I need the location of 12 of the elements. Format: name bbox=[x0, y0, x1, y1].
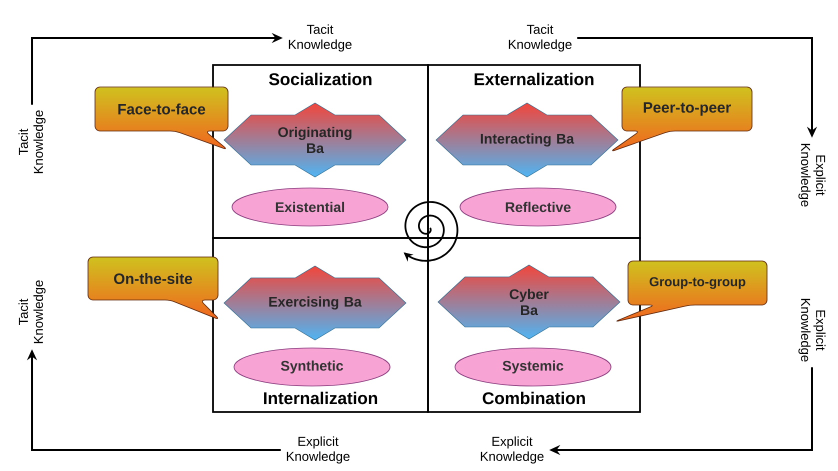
speech-bubble: Peer-to-peer bbox=[612, 86, 752, 152]
speech-bubble: Face-to-face bbox=[94, 86, 228, 150]
axis-label: Tacit Knowledge bbox=[18, 280, 46, 344]
axis-label: Tacit Knowledge bbox=[288, 24, 352, 52]
axis-label: Explicit Knowledge bbox=[798, 298, 826, 362]
speech-bubble: Group-to-group bbox=[616, 260, 768, 322]
axis-label: Explicit Knowledge bbox=[480, 436, 544, 464]
axis-label: Explicit Knowledge bbox=[798, 144, 826, 207]
axis-label: Explicit Knowledge bbox=[286, 436, 350, 464]
axis-label: Tacit Knowledge bbox=[18, 110, 46, 174]
axis-label: Tacit Knowledge bbox=[508, 24, 572, 52]
speech-bubble: On-the-site bbox=[88, 256, 218, 319]
